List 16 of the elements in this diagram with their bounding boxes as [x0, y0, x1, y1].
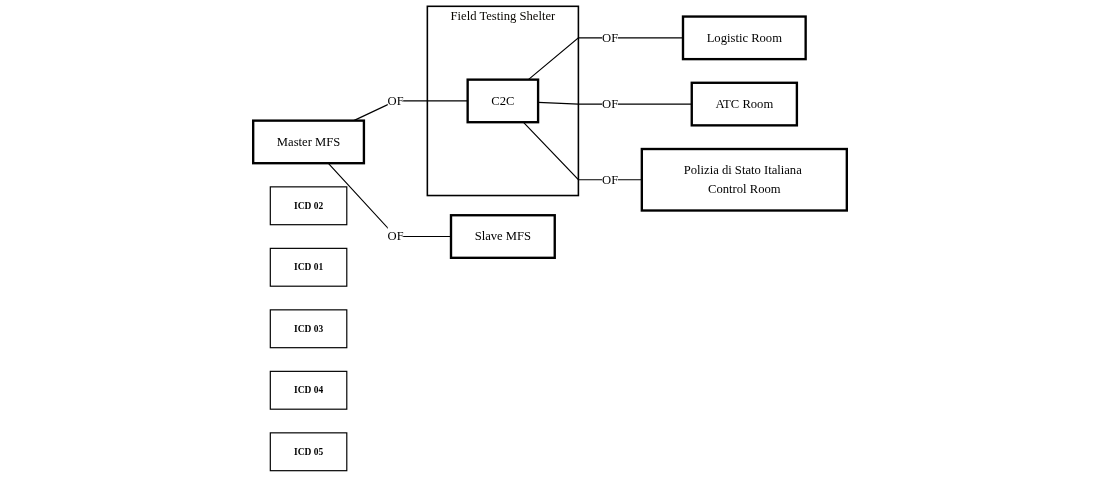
node-box: Slave MFS	[449, 214, 556, 259]
edge-label: OF	[602, 96, 619, 111]
edge-label: OF	[387, 93, 404, 108]
node-box: Polizia di Stato Italiana Control Room	[640, 147, 848, 212]
node-box: Logistic Room	[681, 15, 807, 61]
node-box: ICD 05	[269, 432, 348, 472]
node-box: ICD 01	[269, 247, 348, 287]
node-box: C2C	[466, 78, 540, 124]
edge-label: OF	[602, 30, 619, 45]
node-box: ICD 03	[269, 309, 348, 349]
edge-label: OF	[602, 172, 619, 187]
node-box: ICD 04	[269, 370, 348, 410]
edge-label: OF	[387, 229, 404, 243]
node-box: Master MFS	[252, 119, 366, 165]
node-box: ATC Room	[690, 81, 799, 127]
node-box: ICD 02	[269, 186, 348, 226]
